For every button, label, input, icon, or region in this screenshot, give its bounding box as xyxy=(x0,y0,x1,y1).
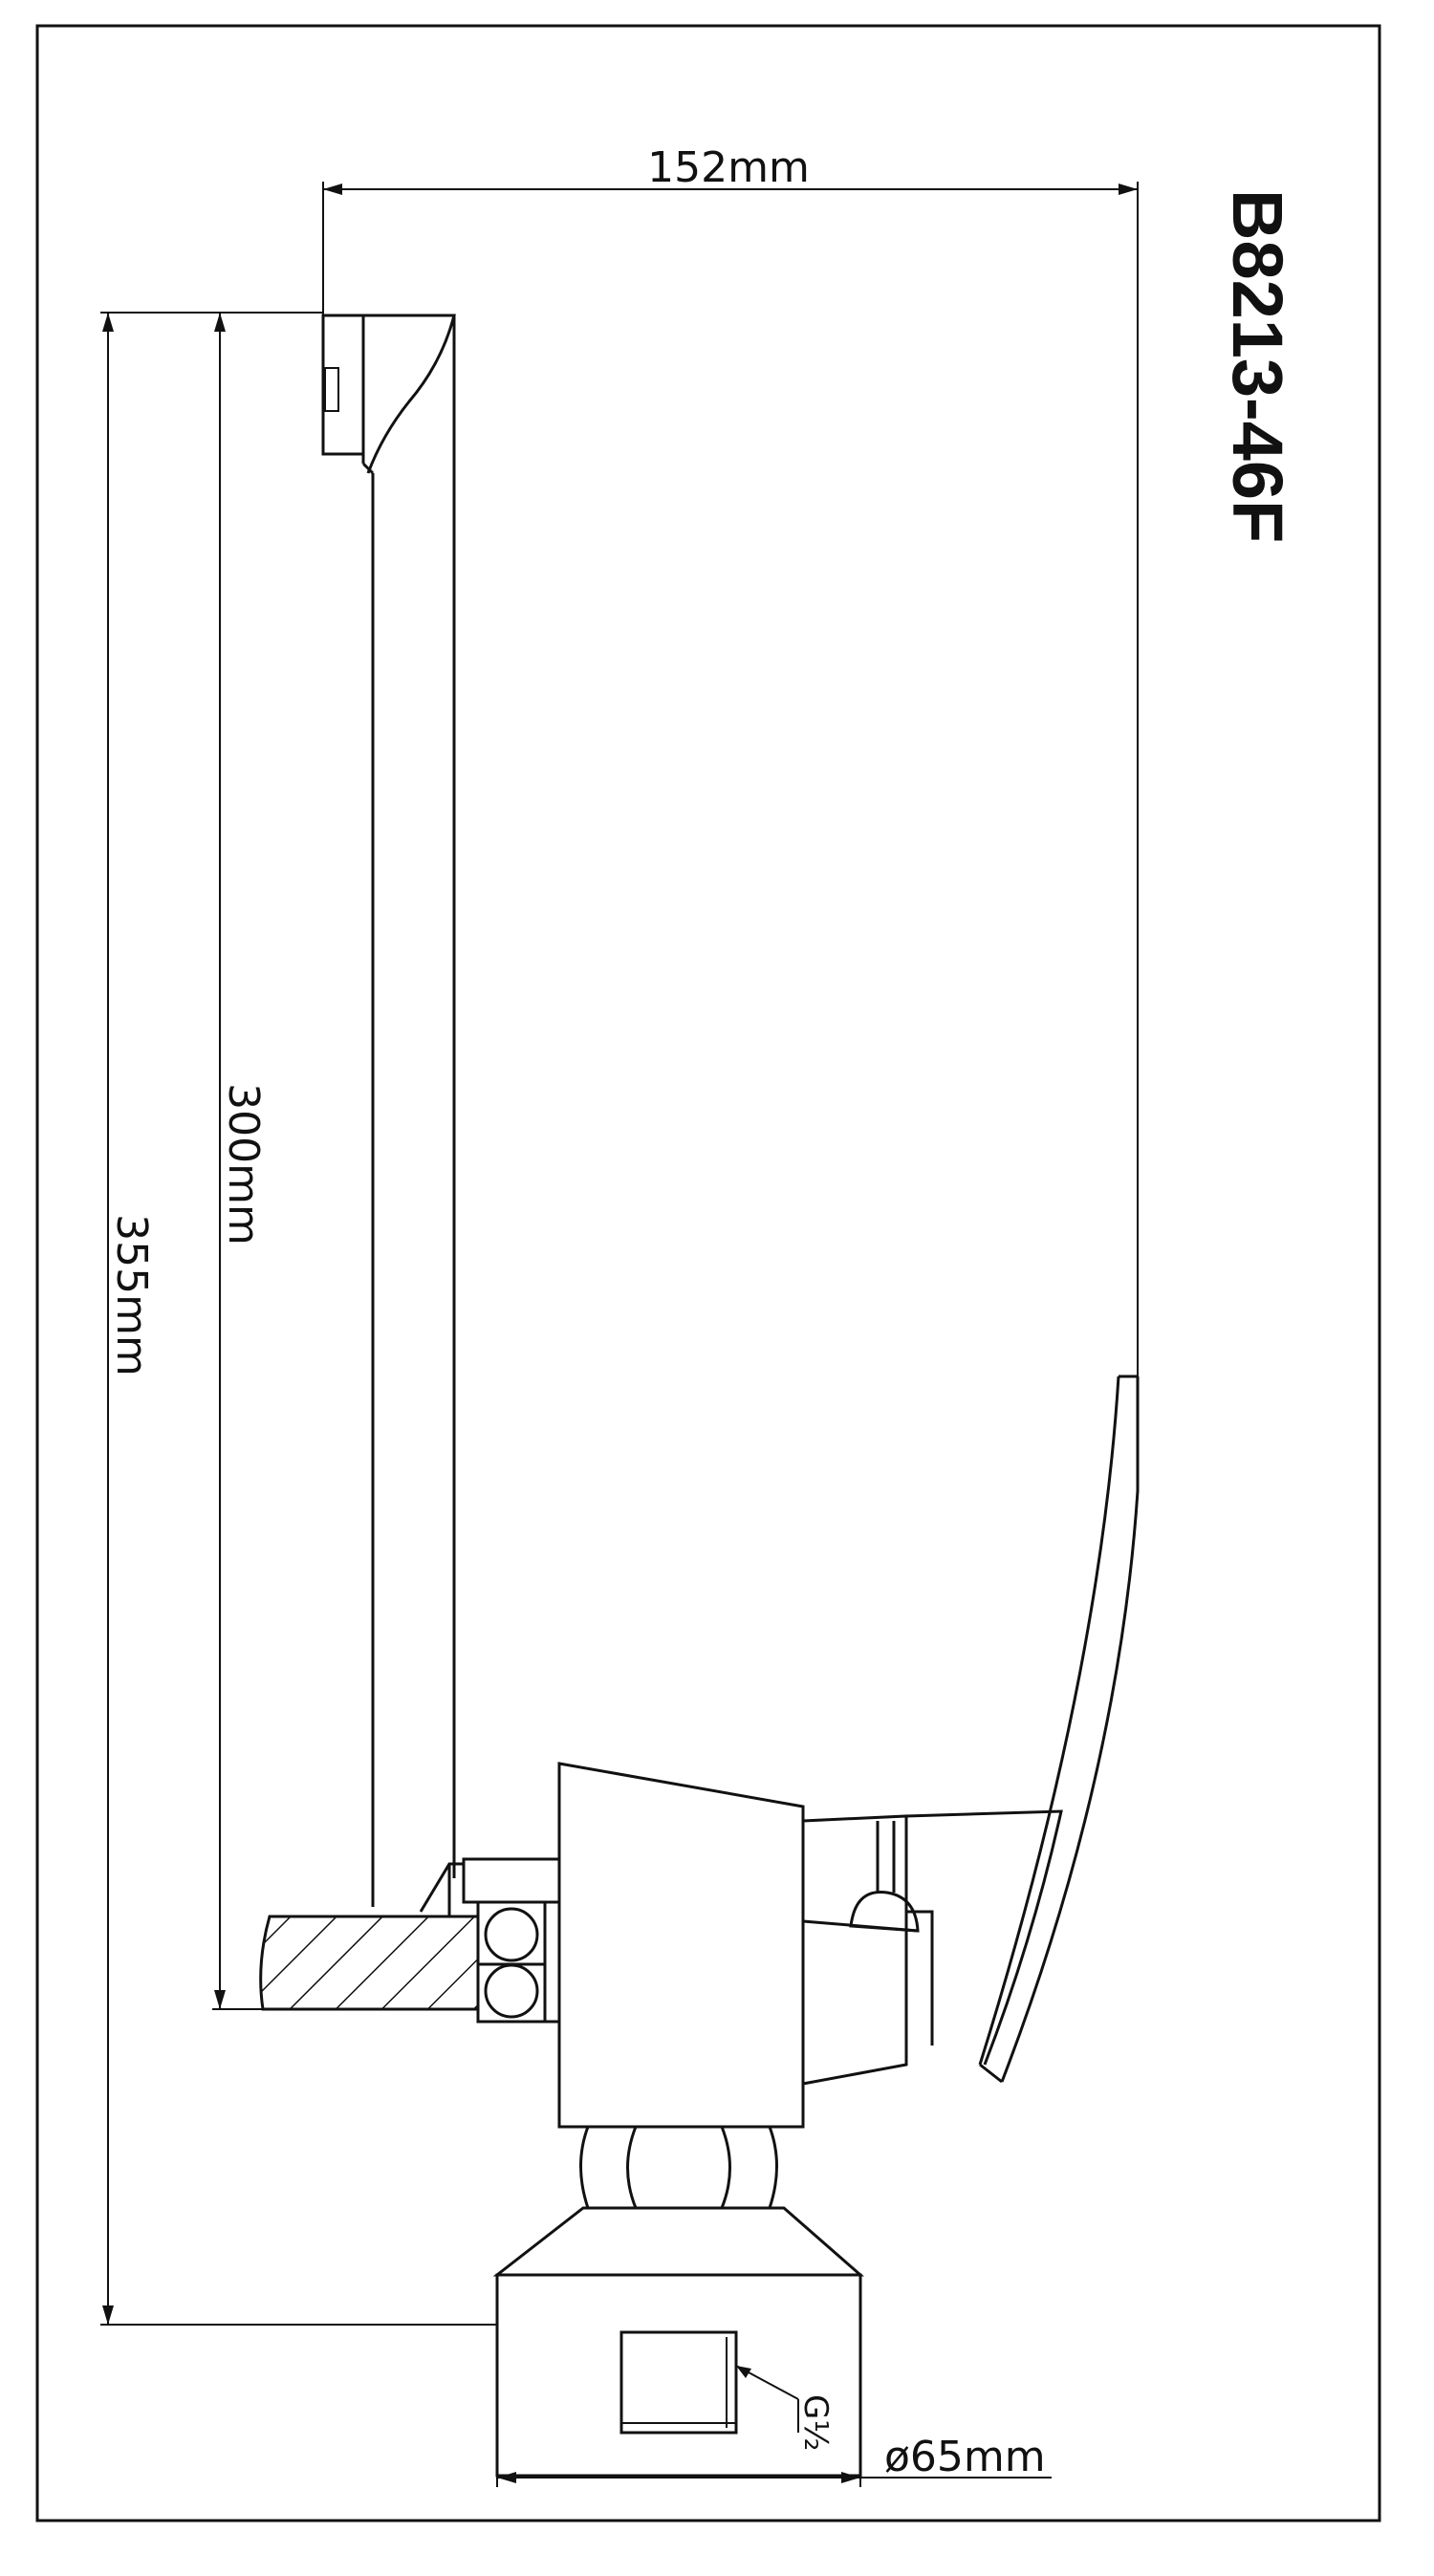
width-dimension: 152mm xyxy=(322,143,1139,1376)
deck-section xyxy=(259,1915,480,2011)
total-height-label: 355mm xyxy=(107,1214,156,1376)
spout-height-dimension: 300mm xyxy=(212,313,268,2010)
base-assembly: G½ xyxy=(492,2125,864,2478)
spout-height-label: 300mm xyxy=(219,1083,268,1245)
model-code: B8213-46F xyxy=(1218,189,1297,543)
drawing-frame xyxy=(35,24,1381,2522)
faucet-body xyxy=(419,1762,1063,2129)
base-diameter-dimension: ø65mm xyxy=(496,2323,1052,2487)
thread-label: G½ xyxy=(796,2394,835,2451)
base-diameter-label: ø65mm xyxy=(884,2433,1046,2481)
spout xyxy=(321,314,1140,2084)
total-height-dimension: 355mm xyxy=(100,312,497,2326)
width-label: 152mm xyxy=(647,143,810,192)
